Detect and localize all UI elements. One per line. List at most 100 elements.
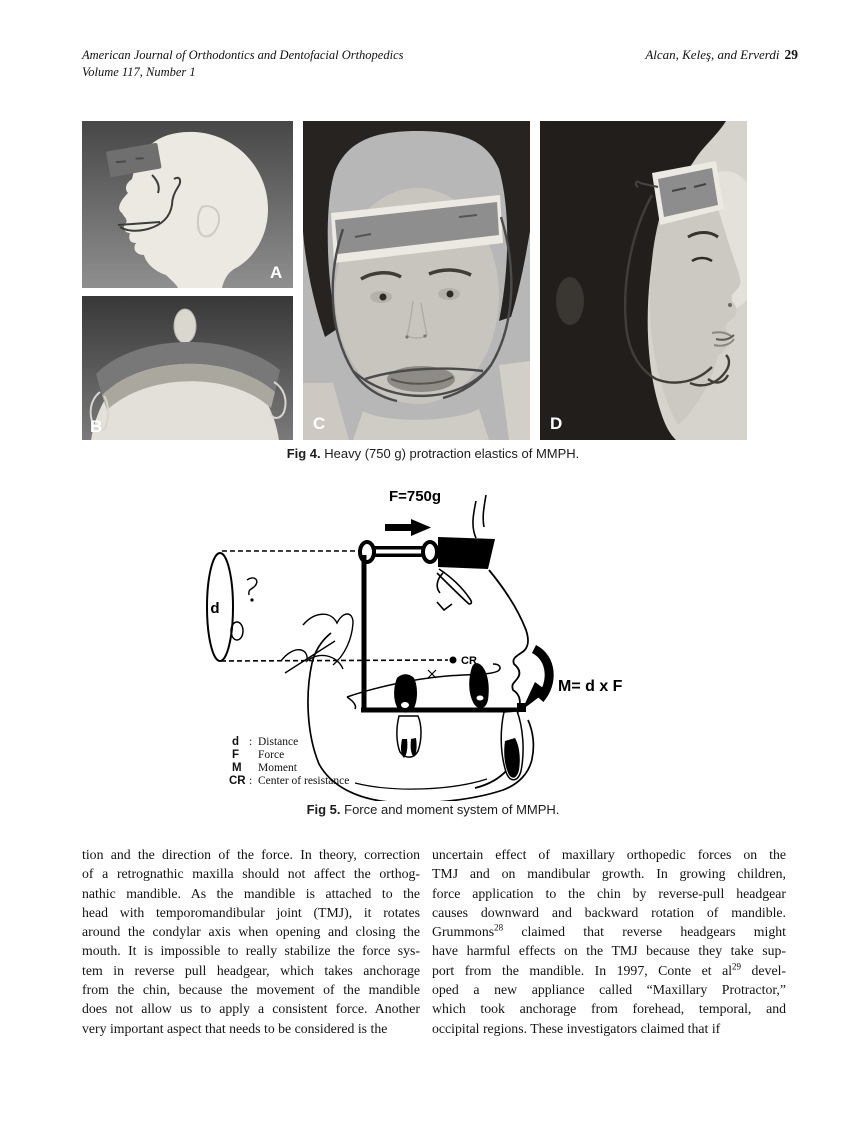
shoulder-right xyxy=(499,361,530,440)
fig5-diagram: F=750g d xyxy=(206,488,623,801)
legend-symbol: F xyxy=(232,749,239,761)
headband xyxy=(335,202,499,254)
photo-b-letter: B xyxy=(90,417,102,436)
moment-arrow-head xyxy=(522,682,547,710)
shoulder-left xyxy=(303,383,349,440)
text-line: tem in reverse pull headgear, which take… xyxy=(82,962,420,978)
forehead-pad-block xyxy=(438,537,495,569)
legend-name: Force xyxy=(258,749,284,761)
photo-d-letter: D xyxy=(550,414,562,433)
reference-superscript: 28 xyxy=(494,922,504,933)
text-line: nathic mandible. As the mandible is atta… xyxy=(82,885,420,901)
cr-point xyxy=(449,656,457,664)
nostril-left xyxy=(405,335,409,339)
text-line: uncertain effect of maxillary orthopedic… xyxy=(432,847,786,862)
svg-text:CR:Center of resistance: CR:Center of resistance xyxy=(229,775,349,787)
legend-symbol: CR xyxy=(229,775,246,787)
lips-d xyxy=(711,331,735,347)
fig4-photo-a: A xyxy=(82,121,293,288)
headband-clips xyxy=(354,214,478,238)
force-label: F=750g xyxy=(389,488,441,505)
text-line: mouth. It is impossible to really stabil… xyxy=(82,943,420,959)
running-header-left: American Journal of Orthodontics and Den… xyxy=(82,47,404,81)
fig5-caption-text: Force and moment system of MMPH. xyxy=(340,802,560,817)
nose-tip xyxy=(173,308,197,344)
fig4-caption-text: Heavy (750 g) protraction elastics of MM… xyxy=(320,446,580,461)
headband-light xyxy=(102,363,275,410)
text-line: have harmful effects on the TMJ because … xyxy=(432,943,786,959)
neck-shirt xyxy=(353,409,489,440)
link-ring-right xyxy=(421,540,439,564)
distance-ellipse xyxy=(206,552,234,662)
protraction-wire xyxy=(117,174,182,232)
fig5-caption-label: Fig 5. xyxy=(306,802,341,817)
photo-a-letter: A xyxy=(270,263,282,282)
force-arrow xyxy=(385,519,431,536)
text-line: oped a new appliance called “Maxillary P… xyxy=(432,982,786,998)
text-line: does not allow us to apply a consistent … xyxy=(82,1001,420,1017)
face-frame-wire-d xyxy=(623,194,731,387)
ear-shadow xyxy=(556,277,584,325)
volume-line: Volume 117, Number 1 xyxy=(82,65,196,79)
forehead-pad xyxy=(106,143,162,178)
fig4-photo-b: B xyxy=(82,296,293,440)
running-header-right: Alcan, Keleş, and Erverdi 29 xyxy=(645,47,798,63)
fig4-caption-label: Fig 4. xyxy=(286,446,321,461)
mouth xyxy=(387,366,455,392)
legend-name: Center of resistance xyxy=(258,775,349,787)
text-line: Grummons28 claimed that reverse headgear… xyxy=(432,922,786,940)
eyebrows xyxy=(360,268,472,281)
cr-point-label: CR xyxy=(461,655,477,667)
fig4-photo-d: D xyxy=(540,121,747,440)
eyebrow-d xyxy=(687,231,719,239)
reference-superscript: 29 xyxy=(732,961,742,972)
fig5-caption: Fig 5. Force and moment system of MMPH. xyxy=(0,802,866,817)
text-line: of a retrognathic maxilla should not aff… xyxy=(82,866,420,882)
link-bar-slot xyxy=(376,549,426,554)
fig4-photo-c: C xyxy=(303,121,530,440)
distance-symbol: d xyxy=(210,600,219,617)
headband-dark xyxy=(96,341,280,395)
nostril-d xyxy=(728,303,732,307)
nose xyxy=(406,300,428,339)
journal-title: American Journal of Orthodontics and Den… xyxy=(82,48,404,62)
text-line: from the chin, because the movement of t… xyxy=(82,982,420,998)
text-line: around the condylar axis when opening an… xyxy=(82,924,420,940)
text-line: very important aspect that needs to be c… xyxy=(82,1020,388,1036)
text-line: causes downward and backward rotation of… xyxy=(432,904,786,920)
dashed-line-bottom xyxy=(220,659,449,662)
text-line: force application to the chin by reverse… xyxy=(432,885,786,901)
text-line: occipital regions. These investigators c… xyxy=(432,1020,721,1036)
mouth-line xyxy=(390,376,454,385)
side-wire-loops xyxy=(89,381,287,432)
text-line: which took anchorage from forehead, temp… xyxy=(432,1001,786,1017)
hair xyxy=(303,121,530,337)
hair-profile xyxy=(540,121,726,440)
moment-label: M= d x F xyxy=(558,678,623,695)
legend-symbol: M xyxy=(232,762,242,774)
text-line: TMJ and on mandibular growth. In growing… xyxy=(432,866,786,882)
text-line: tion and the direction of the force. In … xyxy=(82,847,420,862)
body-column-left: tion and the direction of the force. In … xyxy=(82,845,420,1038)
face-profile xyxy=(649,169,741,425)
eye-d xyxy=(691,256,713,263)
teeth xyxy=(394,663,524,781)
mannequin-ear xyxy=(196,205,220,238)
text-line: head with temporomandibular joint (TMJ),… xyxy=(82,904,420,920)
text-line: port from the mandible. In 1997, Conte e… xyxy=(432,961,786,978)
page-number: 29 xyxy=(784,47,799,62)
mannequin-head xyxy=(119,131,268,288)
frame-end-square xyxy=(517,703,526,712)
running-authors: Alcan, Keleş, and Erverdi xyxy=(645,47,780,62)
eyes xyxy=(370,288,460,303)
headband-hook xyxy=(634,180,707,192)
legend-name: Distance xyxy=(258,736,298,748)
moment-arrow-arc xyxy=(531,644,554,702)
headband-d xyxy=(658,168,718,217)
fig4-caption: Fig 4. Heavy (750 g) protraction elastic… xyxy=(0,446,866,461)
legend-name: Moment xyxy=(258,762,298,774)
